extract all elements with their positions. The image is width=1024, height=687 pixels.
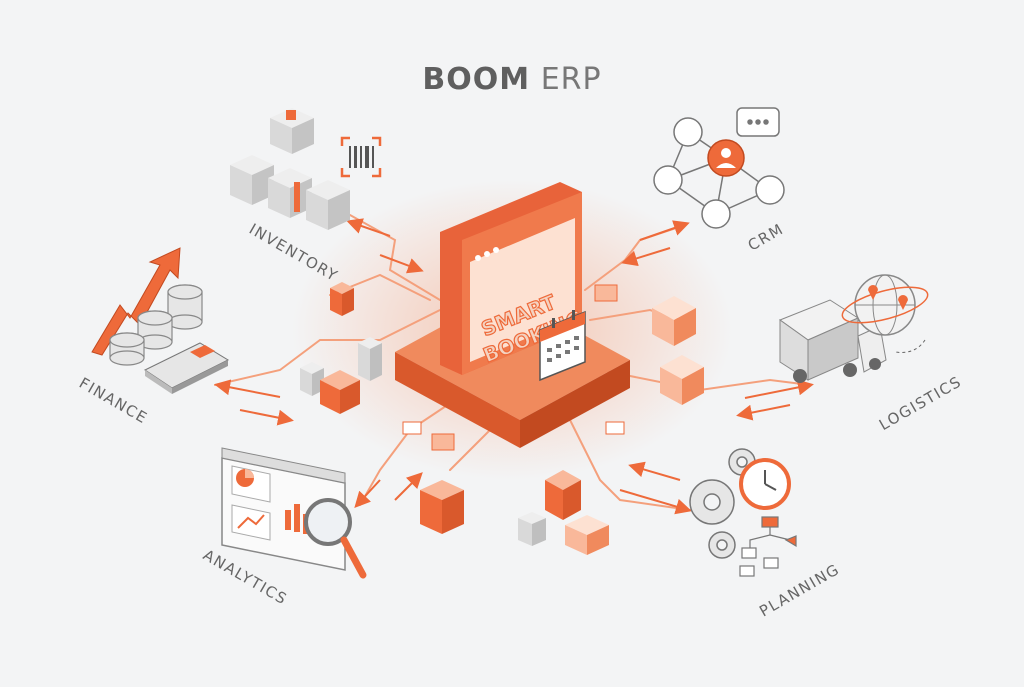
flowchart-icon: [739, 516, 797, 577]
dashboard-icon: [221, 447, 346, 571]
magnifier-icon: [304, 498, 367, 579]
finance-module[interactable]: FINANCE: [76, 247, 230, 428]
logistics-label: LOGISTICS: [876, 372, 965, 434]
data-blocks: [300, 282, 704, 555]
truck-icon: [778, 299, 887, 383]
title-light: ERP: [540, 62, 602, 97]
boxes-icon: [230, 108, 382, 230]
coins-icon: [109, 284, 203, 366]
gears-icon: [689, 448, 756, 559]
globe-icon: [841, 274, 929, 353]
planning-module[interactable]: PLANNING: [689, 448, 843, 620]
crm-module[interactable]: CRM: [653, 107, 787, 255]
analytics-module[interactable]: ANALYTICS: [200, 447, 367, 609]
planning-label: PLANNING: [756, 560, 843, 620]
finance-label: FINANCE: [76, 374, 151, 428]
network-people-icon: [653, 107, 785, 229]
page-title: BOOM ERP: [0, 62, 1024, 97]
smart-booking-hub[interactable]: SMART BOOKING: [395, 182, 630, 448]
logistics-module[interactable]: LOGISTICS: [778, 274, 965, 434]
title-bold: BOOM: [422, 62, 531, 97]
calculator-icon: [143, 342, 230, 394]
calendar-icon: [539, 310, 586, 382]
clock-icon: [739, 458, 791, 510]
growth-chart-icon: [91, 247, 181, 356]
arrows: [214, 218, 814, 515]
barcode-icon: [340, 136, 382, 178]
crm-label: CRM: [745, 220, 787, 255]
